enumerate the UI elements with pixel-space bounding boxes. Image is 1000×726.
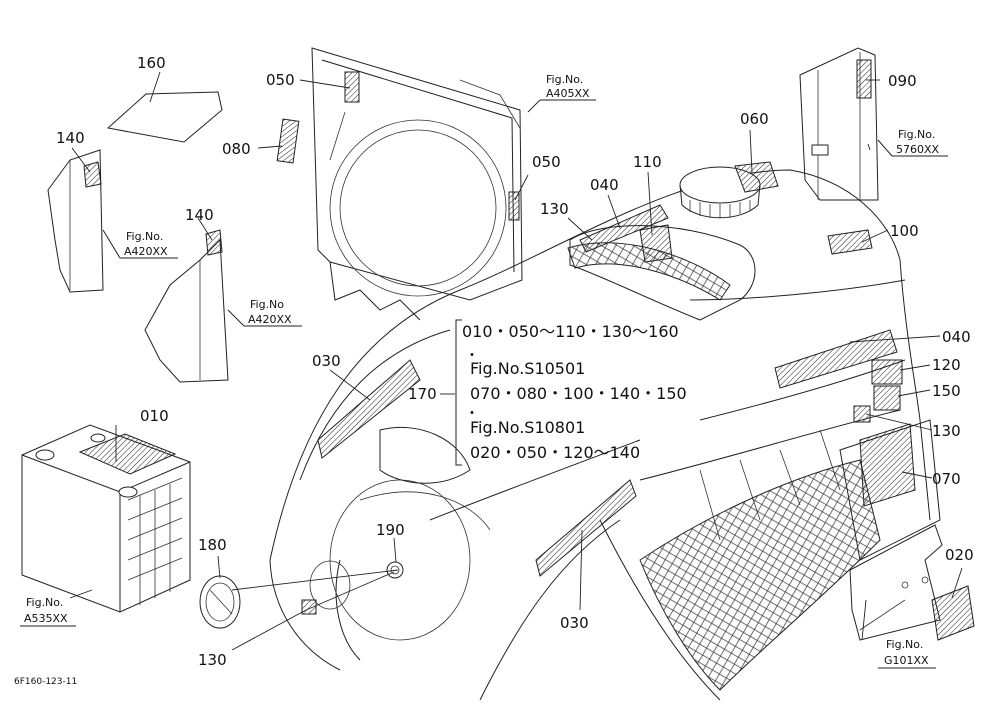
figref-a420-right-line1: Fig.No — [250, 298, 284, 311]
decal-050-mid-shape — [508, 191, 520, 221]
callout-120: 120 — [932, 356, 961, 374]
decal-060-shape — [734, 161, 779, 193]
decal-030-lower-shape — [535, 479, 637, 577]
callout-110: 110 — [633, 153, 662, 171]
figref-5760-line2: 5760XX — [896, 143, 940, 156]
callout-130-top: 130 — [540, 200, 569, 218]
decal-130-side-shape — [853, 405, 871, 423]
figref-a535: Fig.No. A535XX — [20, 596, 76, 627]
legend: 010・050〜110・130〜160 ・ Fig.No.S10501 070・… — [462, 322, 687, 462]
hood-drawing — [269, 169, 941, 701]
callout-010: 010 — [140, 407, 169, 425]
decal-020-shape — [931, 585, 975, 641]
figref-a535-line1: Fig.No. — [26, 596, 63, 609]
figref-g101-line1: Fig.No. — [886, 638, 923, 651]
figref-g101: Fig.No. G101XX — [878, 638, 936, 669]
callout-050-mid: 050 — [532, 153, 561, 171]
legend-row-4: Fig.No.S10801 — [470, 418, 585, 437]
figref-a420-right-line2: A420XX — [248, 313, 292, 326]
figref-5760-line1: Fig.No. — [898, 128, 935, 141]
legend-dot-1: ・ — [465, 348, 479, 364]
callout-080: 080 — [222, 140, 251, 158]
callout-140-right: 140 — [185, 206, 214, 224]
figref-a405: Fig.No. A405XX — [540, 73, 596, 101]
legend-row-3: 070・080・100・140・150 — [470, 384, 687, 403]
side-bracket-left-drawing — [47, 149, 104, 293]
callout-020: 020 — [945, 546, 974, 564]
callout-030-upper: 030 — [312, 352, 341, 370]
decal-160-shape — [106, 91, 223, 143]
callout-130-side: 130 — [932, 422, 961, 440]
callout-130-front: 130 — [198, 651, 227, 669]
cap-180-drawing — [199, 575, 241, 629]
callout-100: 100 — [890, 222, 919, 240]
figref-a420-left-line1: Fig.No. — [126, 230, 163, 243]
figref-a405-line2: A405XX — [546, 87, 590, 100]
bracket-020-drawing — [849, 524, 943, 641]
callout-170: 170 — [408, 385, 437, 403]
decal-080-shape — [276, 118, 300, 164]
decal-110-shape — [639, 224, 673, 263]
decal-030-upper-shape — [317, 359, 421, 459]
callout-140-left: 140 — [56, 129, 85, 147]
decal-150-shape — [873, 385, 901, 411]
battery-drawing — [21, 424, 191, 613]
figref-a420-left-line2: A420XX — [124, 245, 168, 258]
figref-a405-line1: Fig.No. — [546, 73, 583, 86]
legend-dot-2: ・ — [465, 406, 479, 422]
decal-040-side-shape — [774, 329, 898, 389]
figref-5760: Fig.No. 5760XX — [877, 128, 948, 157]
legend-row-5: 020・050・120〜140 — [470, 443, 640, 462]
decal-040-top-shape — [579, 204, 669, 253]
figure-refs: Fig.No. A405XX Fig.No. A420XX Fig.No A42… — [20, 73, 948, 669]
drawing-id: 6F160-123-11 — [14, 677, 77, 687]
figref-a420-left: Fig.No. A420XX — [102, 229, 178, 259]
callout-040-side: 040 — [942, 328, 971, 346]
figref-a420-right: Fig.No A420XX — [227, 298, 302, 327]
callout-030-lower: 030 — [560, 614, 589, 632]
callout-160: 160 — [137, 54, 166, 72]
decal-shapes — [83, 59, 975, 641]
callouts: 160 050 080 140 140 050 060 110 040 130 … — [56, 54, 974, 669]
callout-040-top: 040 — [590, 176, 619, 194]
decal-090-shape — [856, 59, 872, 99]
legend-bracket — [455, 319, 462, 466]
callout-090: 090 — [888, 72, 917, 90]
legend-row-2: Fig.No.S10501 — [470, 359, 585, 378]
legend-row-1: 010・050〜110・130〜160 — [462, 322, 679, 341]
nut-190-drawing — [329, 479, 471, 641]
decal-140-left-shape — [83, 161, 102, 188]
callout-050-top: 050 — [266, 71, 295, 89]
decal-100-shape — [827, 229, 873, 255]
callout-150: 150 — [932, 382, 961, 400]
leader-lines — [69, 71, 963, 651]
callout-190: 190 — [376, 521, 405, 539]
decal-120-shape — [871, 359, 903, 385]
callout-070: 070 — [932, 470, 961, 488]
figref-a535-line2: A535XX — [24, 612, 68, 625]
radiator-frame-drawing — [311, 47, 523, 321]
figref-g101-line2: G101XX — [884, 654, 929, 667]
callout-060: 060 — [740, 110, 769, 128]
callout-180: 180 — [198, 536, 227, 554]
decal-050-top-shape — [344, 71, 360, 103]
side-bracket-right-drawing — [144, 238, 229, 383]
decal-070-shape — [859, 423, 916, 507]
